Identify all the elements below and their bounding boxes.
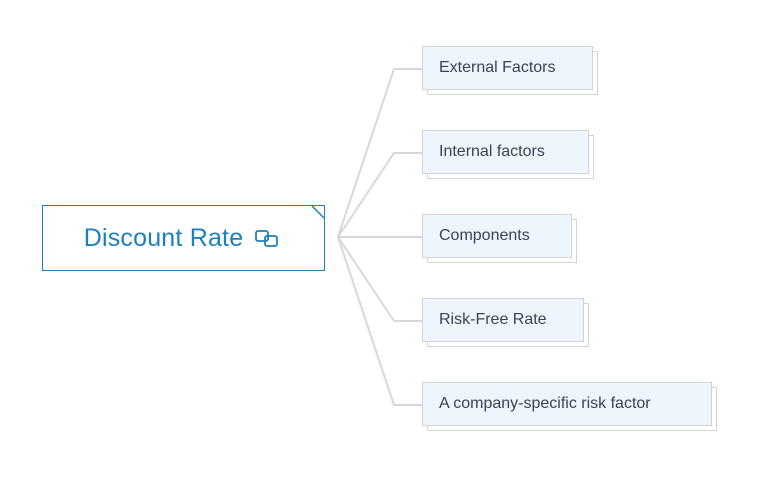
- branch-label: Internal factors: [439, 143, 545, 160]
- branch-box: Risk-Free Rate: [422, 298, 584, 342]
- central-topic-label: Discount Rate: [83, 223, 244, 252]
- connector-internal-factors: [337, 152, 423, 238]
- branch-components[interactable]: Components: [422, 214, 577, 263]
- connector-external-factors: [337, 68, 423, 238]
- branch-label: A company-specific risk factor: [439, 395, 651, 412]
- note-fold-icon: [310, 205, 325, 220]
- central-topic[interactable]: Discount Rate: [42, 205, 325, 271]
- connector-risk-free-rate: [337, 236, 423, 322]
- branch-box: External Factors: [422, 46, 593, 90]
- link-icon[interactable]: [253, 227, 283, 249]
- branch-label: Components: [439, 227, 530, 244]
- branch-company-specific-risk-factor[interactable]: A company-specific risk factor: [422, 382, 717, 431]
- branch-external-factors[interactable]: External Factors: [422, 46, 598, 95]
- connector-company-specific-risk: [337, 236, 423, 406]
- branch-box: Components: [422, 214, 572, 258]
- branch-risk-free-rate[interactable]: Risk-Free Rate: [422, 298, 589, 347]
- branch-label: Risk-Free Rate: [439, 311, 547, 328]
- branch-box: A company-specific risk factor: [422, 382, 712, 426]
- branch-box: Internal factors: [422, 130, 589, 174]
- branch-internal-factors[interactable]: Internal factors: [422, 130, 594, 179]
- branch-label: External Factors: [439, 59, 556, 76]
